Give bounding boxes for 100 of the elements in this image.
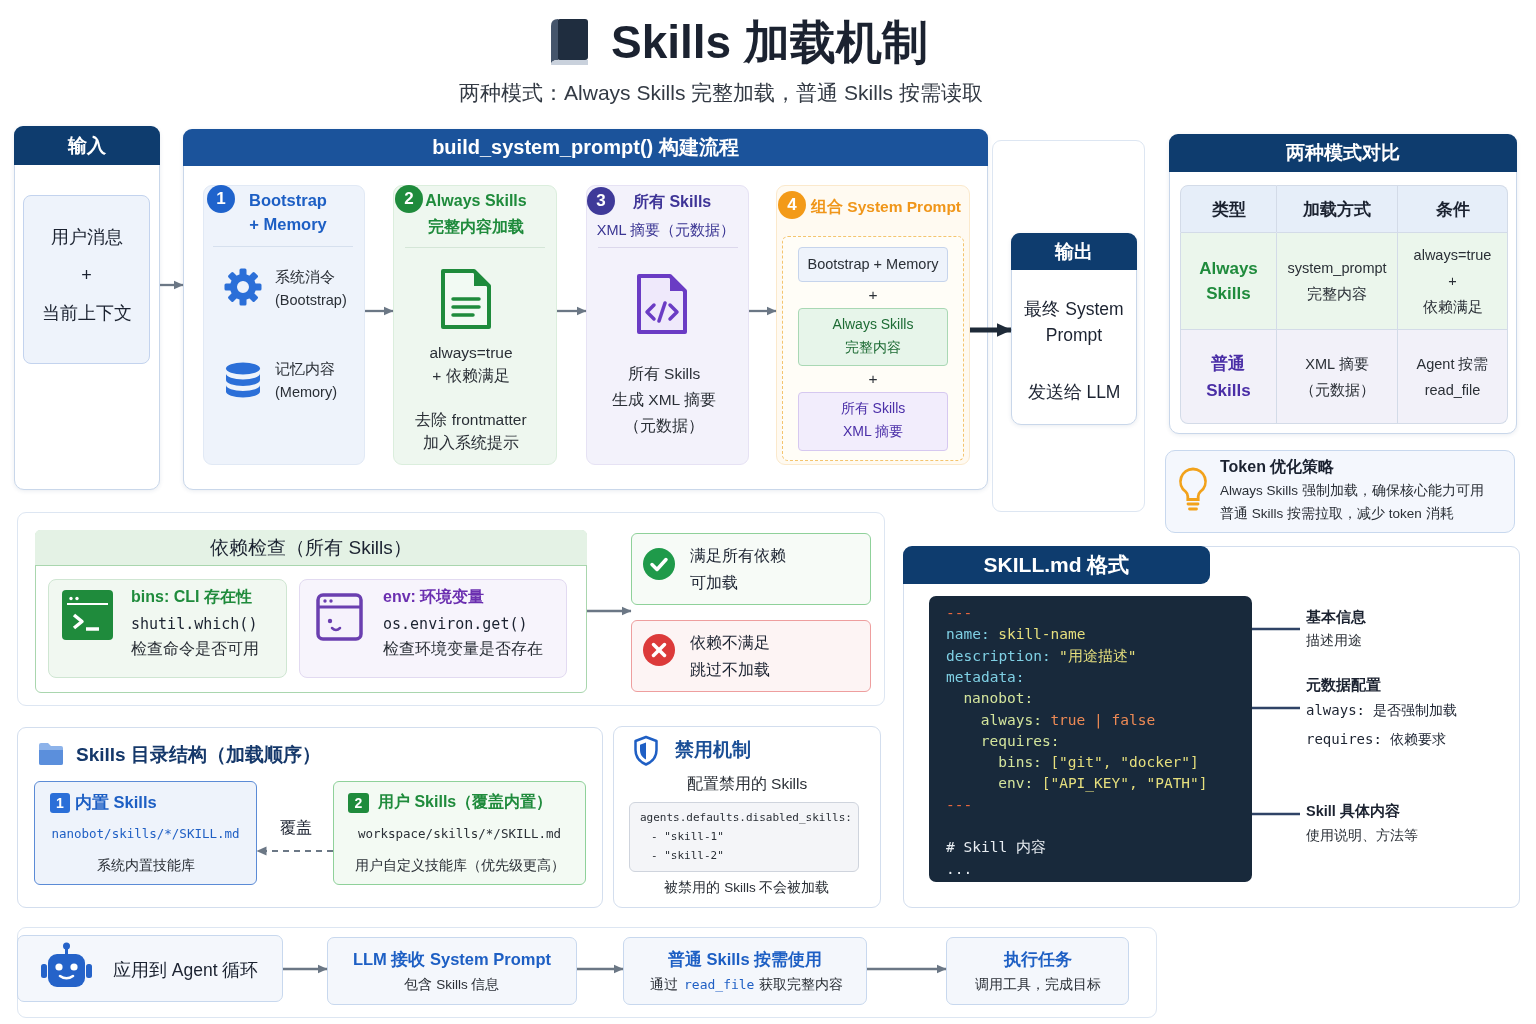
annotation-title: 基本信息 [1306, 608, 1367, 627]
step-card [393, 185, 557, 465]
leader-line [1252, 706, 1300, 710]
flow-step-box [17, 935, 283, 1002]
panel-header: SKILL.md 格式 [903, 546, 1210, 584]
description-text: Always Skills 完整内容 [831, 315, 915, 357]
card-title: Token 优化策略 [1220, 457, 1336, 477]
description-text: 当前上下文 [40, 302, 133, 325]
code-text: nanobot/skills/*/SKILL.md [50, 825, 241, 843]
arrow [557, 306, 587, 316]
tip-card [1165, 450, 1515, 533]
code-text: # Skill 内容 [946, 838, 1046, 858]
section-title: 禁用机制 [675, 738, 752, 762]
description-text: XML 摘要（元数据） [595, 221, 737, 240]
description-text: 用户自定义技能库（优先级更高） [353, 856, 566, 875]
description-text: + [80, 264, 93, 287]
code-text: - "skill-1" [651, 829, 725, 845]
arrow [577, 964, 624, 974]
section-panel [613, 726, 881, 908]
step-card [776, 185, 970, 465]
step-card [586, 185, 749, 465]
code-text: --- [946, 795, 973, 815]
step-number: 4 [778, 191, 806, 219]
code-box [629, 802, 859, 872]
panel-header: 依赖检查（所有 Skills） [35, 530, 587, 566]
annotation-title: 元数据配置 [1306, 676, 1382, 695]
description-text: always=true + 依赖满足 [428, 343, 514, 386]
card-title: 所有 Skills [633, 192, 713, 212]
directory-box [34, 781, 257, 885]
check-card [299, 579, 567, 678]
step-number: 1 [50, 793, 70, 813]
panel-header: 输出 [1011, 233, 1137, 270]
code-text: shutil.which() [131, 614, 259, 635]
code-block [929, 596, 1252, 882]
description-text: 系统内置技能库 [95, 856, 196, 875]
description-text: Bootstrap + Memory [806, 255, 940, 274]
code-text: --- [946, 604, 973, 623]
section-panel [17, 727, 603, 908]
check-card [48, 579, 287, 678]
panel-header: 两种模式对比 [1169, 134, 1517, 172]
check-panel [35, 530, 587, 693]
flow-step-box [946, 937, 1129, 1005]
code-text: "用途描述" [1059, 646, 1137, 666]
dashed-arrow [256, 846, 334, 856]
arrow [160, 280, 184, 290]
description-text: 记忆内容 (Memory) [275, 360, 339, 402]
flow-step-box [623, 937, 867, 1005]
card-title: 组合 System Prompt [811, 197, 962, 217]
step-number: 1 [207, 185, 235, 213]
prompt-part-box [798, 247, 948, 282]
card-title: 内置 Skills [75, 792, 158, 813]
description-text: 所有 Skills XML 摘要 [839, 399, 907, 441]
description-text: 配置禁用的 Skills [685, 774, 809, 794]
annotation-title: Skill 具体内容 [1306, 802, 1401, 821]
description-text: Always Skills 强制加载，确保核心能力可用 [1220, 482, 1485, 500]
code-text: - "skill-2" [651, 848, 725, 864]
description-text: 依赖不满足跳过不加载 [690, 633, 771, 680]
card-title: env: 环境变量 [383, 587, 486, 607]
description-text: 系统消令 (Bootstrap) [275, 268, 348, 310]
prompt-part-box [798, 308, 948, 366]
leader-line [1252, 812, 1300, 816]
code-text: read_file [684, 976, 755, 994]
prompt-part-box [798, 392, 948, 451]
step-number: 3 [587, 187, 615, 215]
code-text: ... [946, 859, 973, 879]
card-title: 执行任务 [1002, 949, 1073, 970]
arrow [365, 306, 394, 316]
card-title: 用户 Skills（覆盖内置） [378, 792, 554, 812]
description-text: 用户消息 [49, 226, 124, 249]
description-text: 应用到 Agent 循环 [113, 959, 260, 982]
subtitle: 两种模式：Always Skills 完整加载，普通 Skills 按需读取 [458, 80, 984, 106]
code-text: name: [946, 625, 990, 645]
code-text: nanobot: [963, 689, 1034, 709]
card-title: bins: CLI 存在性 [131, 587, 253, 607]
diagram-title: Skills 加载机制 [611, 15, 928, 70]
code-text: agents.defaults.disabled_skills: [640, 810, 853, 826]
code-text: bins: [998, 753, 1042, 773]
description-text: 通过 [650, 976, 678, 994]
card-title: Always Skills 完整内容加载 [424, 191, 528, 237]
code-text: always: 是否强制加载 [1306, 701, 1459, 720]
code-text: env: [998, 774, 1034, 794]
step-card [203, 185, 365, 465]
description-text: 普通 Skills 按需拉取，减少 token 消耗 [1220, 505, 1455, 523]
output-card [1011, 233, 1137, 425]
input-panel [14, 126, 160, 490]
code-text: os.environ.get() [383, 614, 529, 635]
arrow [283, 964, 328, 974]
description-text: 检查命令是否可用 [131, 639, 260, 659]
description-text: 描述用途 [1306, 631, 1363, 650]
input-box [23, 195, 150, 364]
leader-line [1252, 627, 1300, 631]
code-text: metadata: [946, 667, 1025, 687]
result-box [631, 533, 871, 605]
description-text: 包含 Skills 信息 [403, 976, 501, 994]
table-cell: system_prompt 完整内容 [1277, 233, 1398, 330]
flow-step-box [327, 937, 577, 1005]
description-text: 调用工具，完成目标 [973, 976, 1102, 994]
table-header-cell: 加载方式 [1277, 185, 1398, 233]
description-text: 发送给 LLM [1026, 381, 1122, 404]
section-title: Skills 目录结构（加载顺序） [76, 743, 322, 767]
